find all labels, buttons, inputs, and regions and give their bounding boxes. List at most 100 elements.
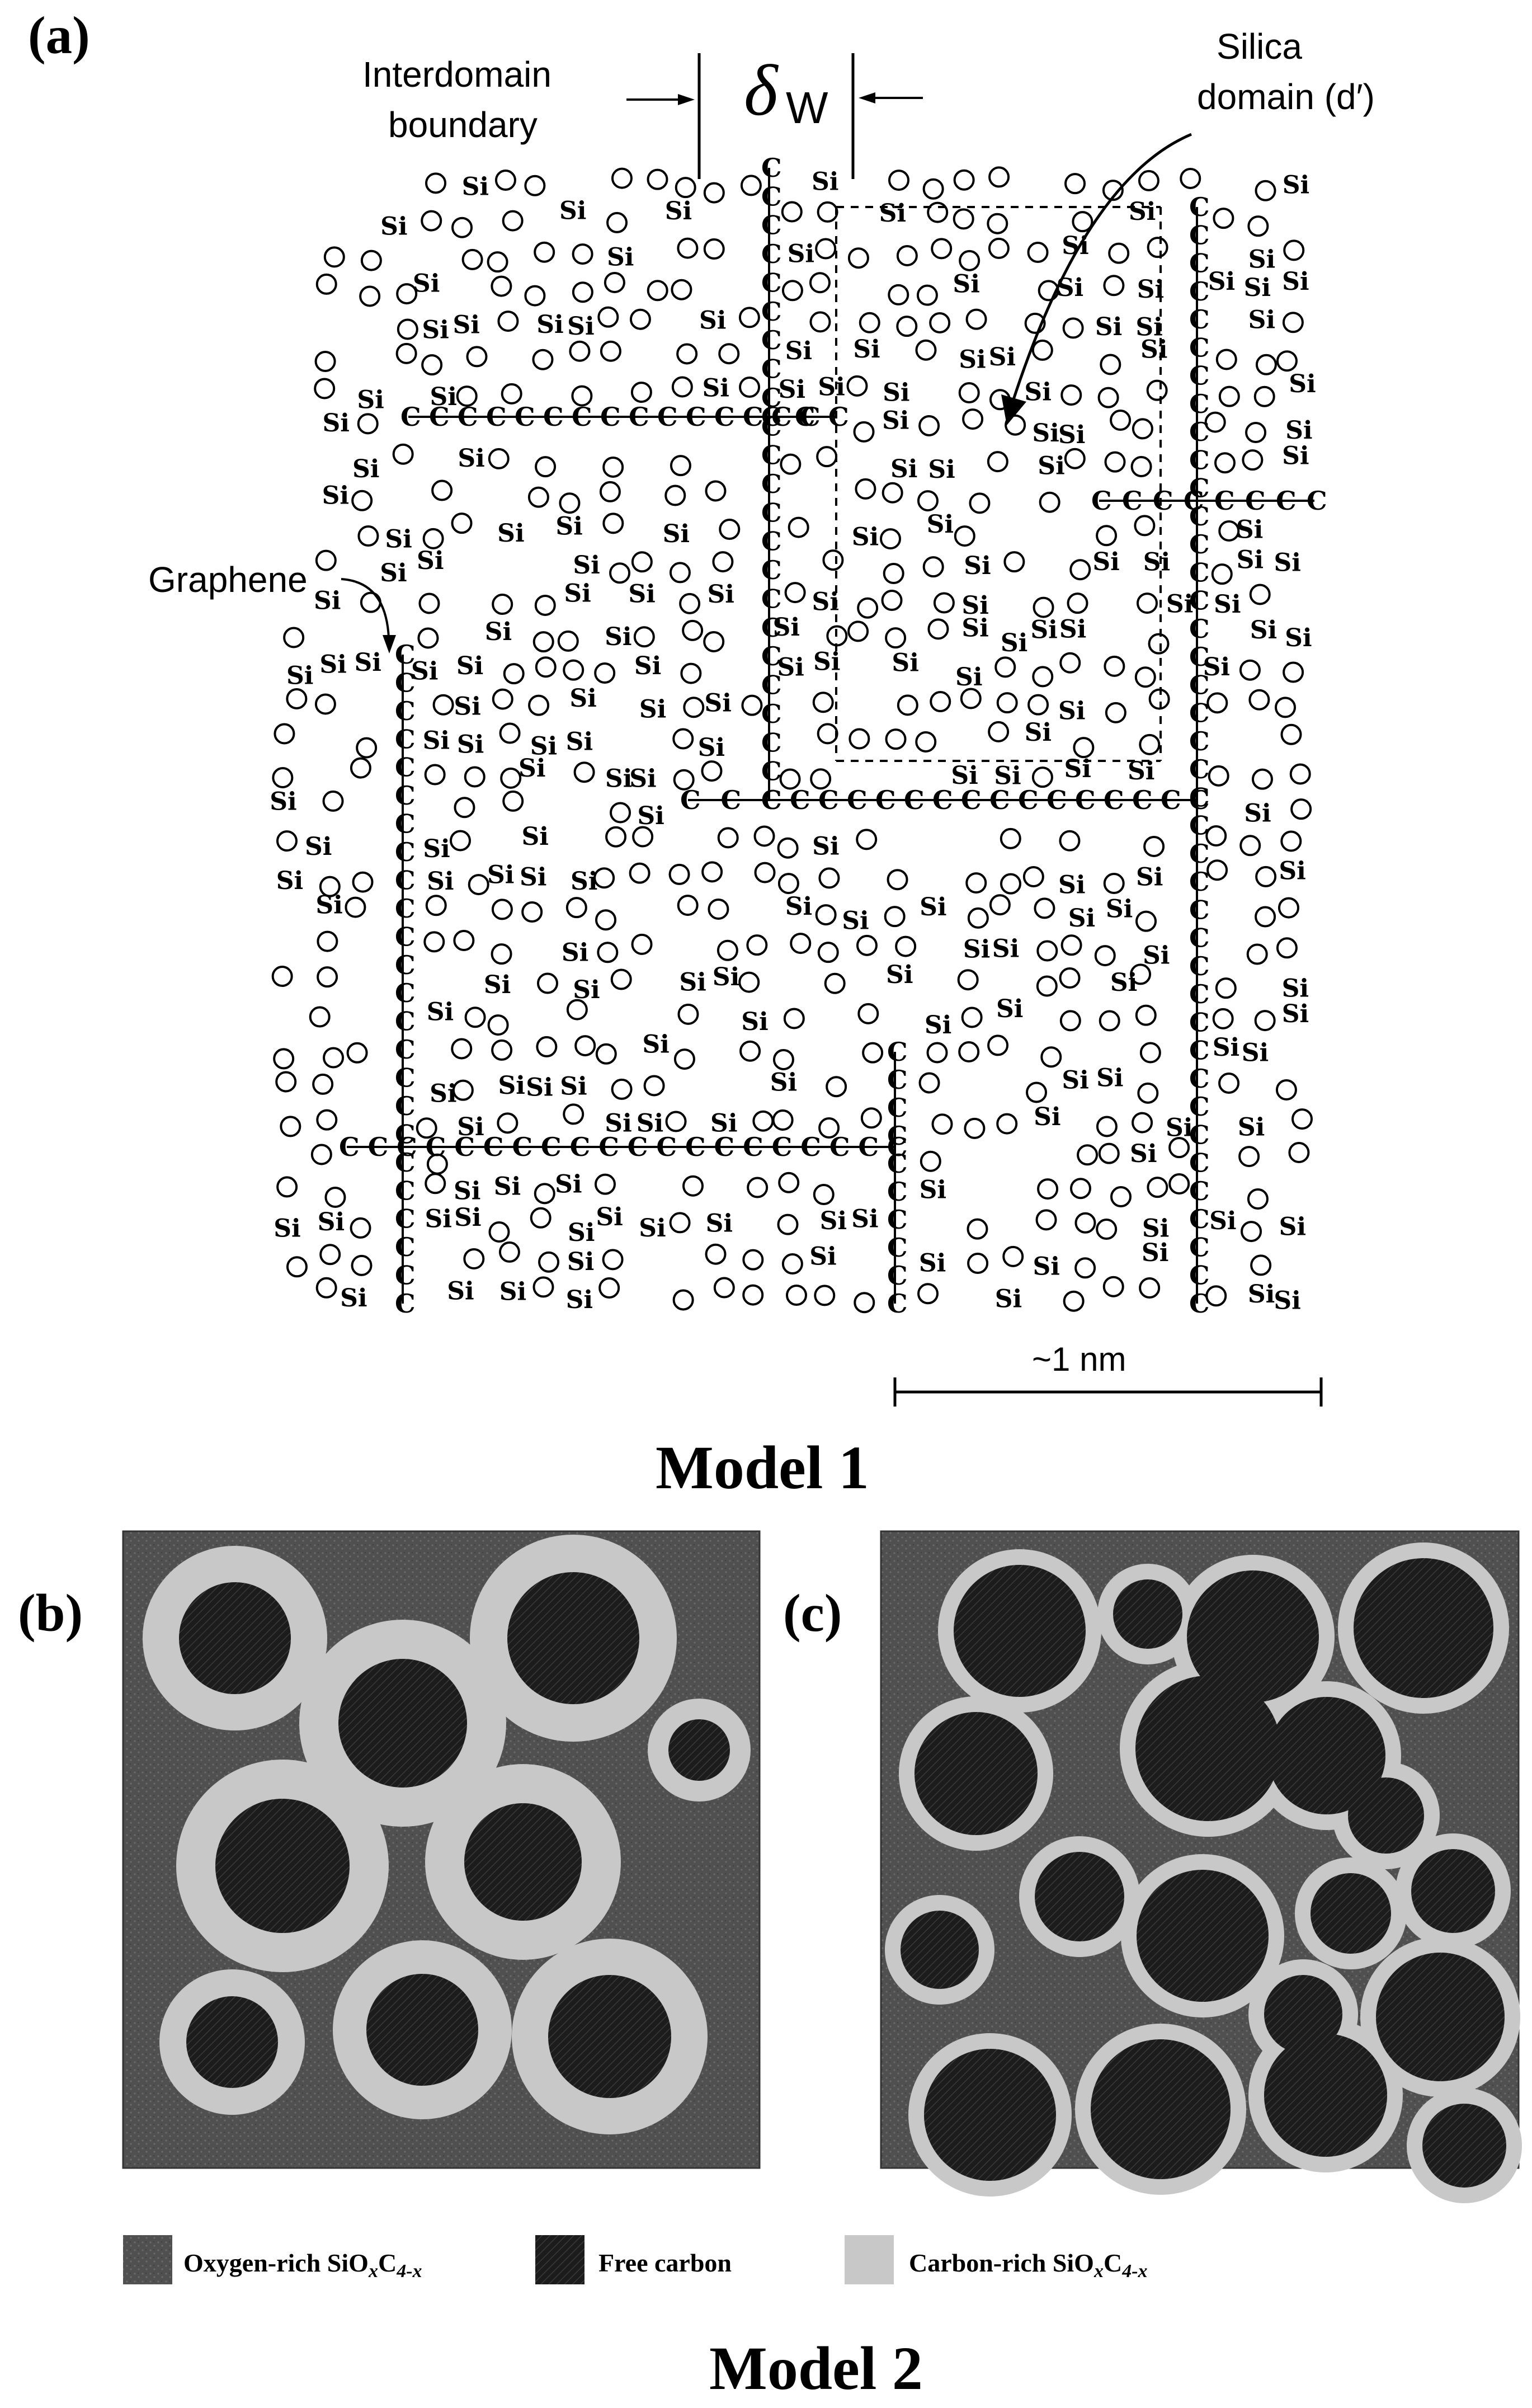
carbon-atom: C <box>1189 1176 1210 1206</box>
silicon-atom: Si <box>812 587 840 616</box>
oxygen-atom <box>1206 859 1228 881</box>
silicon-atom: Si <box>1030 616 1058 645</box>
oxygen-atom <box>888 284 909 305</box>
silicon-atom: Si <box>1025 718 1052 747</box>
silicon-atom: Si <box>628 580 656 608</box>
oxygen-atom <box>1096 525 1118 547</box>
oxygen-atom <box>392 443 414 465</box>
free-carbon-particle <box>215 1799 350 1933</box>
oxygen-atom <box>466 346 488 368</box>
carbon-atom: C <box>761 383 782 413</box>
silicon-atom: Si <box>1274 1287 1301 1315</box>
oxygen-atom <box>499 722 521 744</box>
carbon-atom: C <box>1189 304 1210 335</box>
silicon-atom: Si <box>536 311 564 339</box>
oxygen-atom <box>271 966 293 987</box>
silicon-atom: Si <box>573 551 600 580</box>
oxygen-atom <box>881 590 903 612</box>
oxygen-atom <box>450 830 472 852</box>
oxygen-atom <box>286 688 308 709</box>
oxygen-atom <box>1205 825 1227 847</box>
silicon-atom: Si <box>497 519 525 548</box>
carbon-atom: C <box>887 1177 908 1207</box>
carbon-atom: C <box>761 613 782 643</box>
oxygen-atom <box>1242 449 1264 471</box>
oxygen-atom <box>818 1117 840 1139</box>
oxygen-atom <box>964 1117 986 1139</box>
oxygen-atom <box>566 999 588 1020</box>
free-carbon-particle <box>1091 2039 1231 2179</box>
carbon-atom: C <box>395 1232 416 1262</box>
carbon-atom: C <box>395 724 416 754</box>
oxygen-atom <box>527 486 549 508</box>
oxygen-atom <box>1059 652 1081 674</box>
oxygen-atom <box>611 1078 633 1100</box>
oxygen-atom <box>425 172 447 194</box>
oxygen-atom <box>954 525 975 547</box>
carbon-atom: C <box>395 865 416 895</box>
silicon-atom: Si <box>564 579 591 608</box>
carbon-atom: C <box>1189 726 1210 756</box>
carbon-atom: C <box>1189 1036 1210 1066</box>
oxygen-atom <box>783 1008 805 1029</box>
carbon-atom: C <box>1189 473 1210 504</box>
oxygen-atom <box>1146 379 1168 401</box>
carbon-atom: C <box>395 639 416 670</box>
carbon-atom: C <box>395 921 416 952</box>
oxygen-atom <box>1108 242 1130 264</box>
carbon-atom: C <box>395 893 416 924</box>
oxygen-atom <box>712 551 734 573</box>
carbon-atom: C <box>1189 642 1210 672</box>
silicon-atom: Si <box>286 662 314 690</box>
carbon-atom: C <box>761 239 782 269</box>
carbon-atom: C <box>395 1288 416 1319</box>
oxygen-atom <box>314 351 336 373</box>
carbon-atom: C <box>395 667 416 698</box>
oxygen-atom <box>1248 689 1270 711</box>
silicon-atom: Si <box>919 1249 946 1277</box>
graphene-arrow <box>341 578 390 638</box>
oxygen-atom <box>849 728 870 750</box>
silicon-atom: Si <box>809 1242 837 1271</box>
silicon-atom: Si <box>890 455 918 483</box>
oxygen-atom <box>572 243 593 265</box>
oxygen-atom <box>922 178 944 200</box>
silicon-atom: Si <box>665 197 692 225</box>
oxygen-atom <box>422 528 444 549</box>
delta-subscript: W <box>786 83 828 133</box>
oxygen-atom <box>1060 384 1082 406</box>
silicon-atom: Si <box>1143 942 1170 970</box>
oxygen-atom <box>1000 873 1021 895</box>
carbon-atom: C <box>761 469 782 499</box>
oxygen-atom <box>503 663 525 685</box>
oxygen-atom <box>1132 418 1153 440</box>
oxygen-atom <box>521 901 543 923</box>
silicon-atom: Si <box>425 1205 452 1234</box>
silicon-atom: Si <box>569 684 597 713</box>
silicon-atom: Si <box>812 832 840 860</box>
oxygen-atom <box>571 385 593 407</box>
silicon-atom: Si <box>842 907 869 935</box>
oxygen-atom <box>498 1241 520 1263</box>
panel-a: (a) Interdomain boundary δ W Silica doma… <box>28 6 1375 1502</box>
oxygen-atom <box>633 626 655 648</box>
oxygen-atom <box>1105 702 1126 723</box>
oxygen-atom <box>716 939 738 961</box>
oxygen-atom <box>860 1107 882 1129</box>
oxygen-atom <box>922 556 944 578</box>
oxygen-atom <box>312 1073 334 1095</box>
oxygen-atom <box>815 238 837 260</box>
oxygen-atom <box>488 1221 510 1243</box>
free-carbon-particle <box>186 1996 278 2088</box>
oxygen-atom <box>1024 312 1046 334</box>
oxygen-atom <box>1211 563 1233 585</box>
oxygen-atom <box>1038 280 1059 302</box>
oxygen-atom <box>1137 1082 1159 1104</box>
silica-label-line2: domain (d′) <box>1197 77 1375 117</box>
oxygen-atom <box>599 481 621 502</box>
silicon-atom: Si <box>352 455 380 483</box>
oxygen-atom <box>671 376 693 398</box>
silicon-atom: Si <box>1142 1215 1170 1243</box>
silicon-atom: Si <box>634 652 662 680</box>
